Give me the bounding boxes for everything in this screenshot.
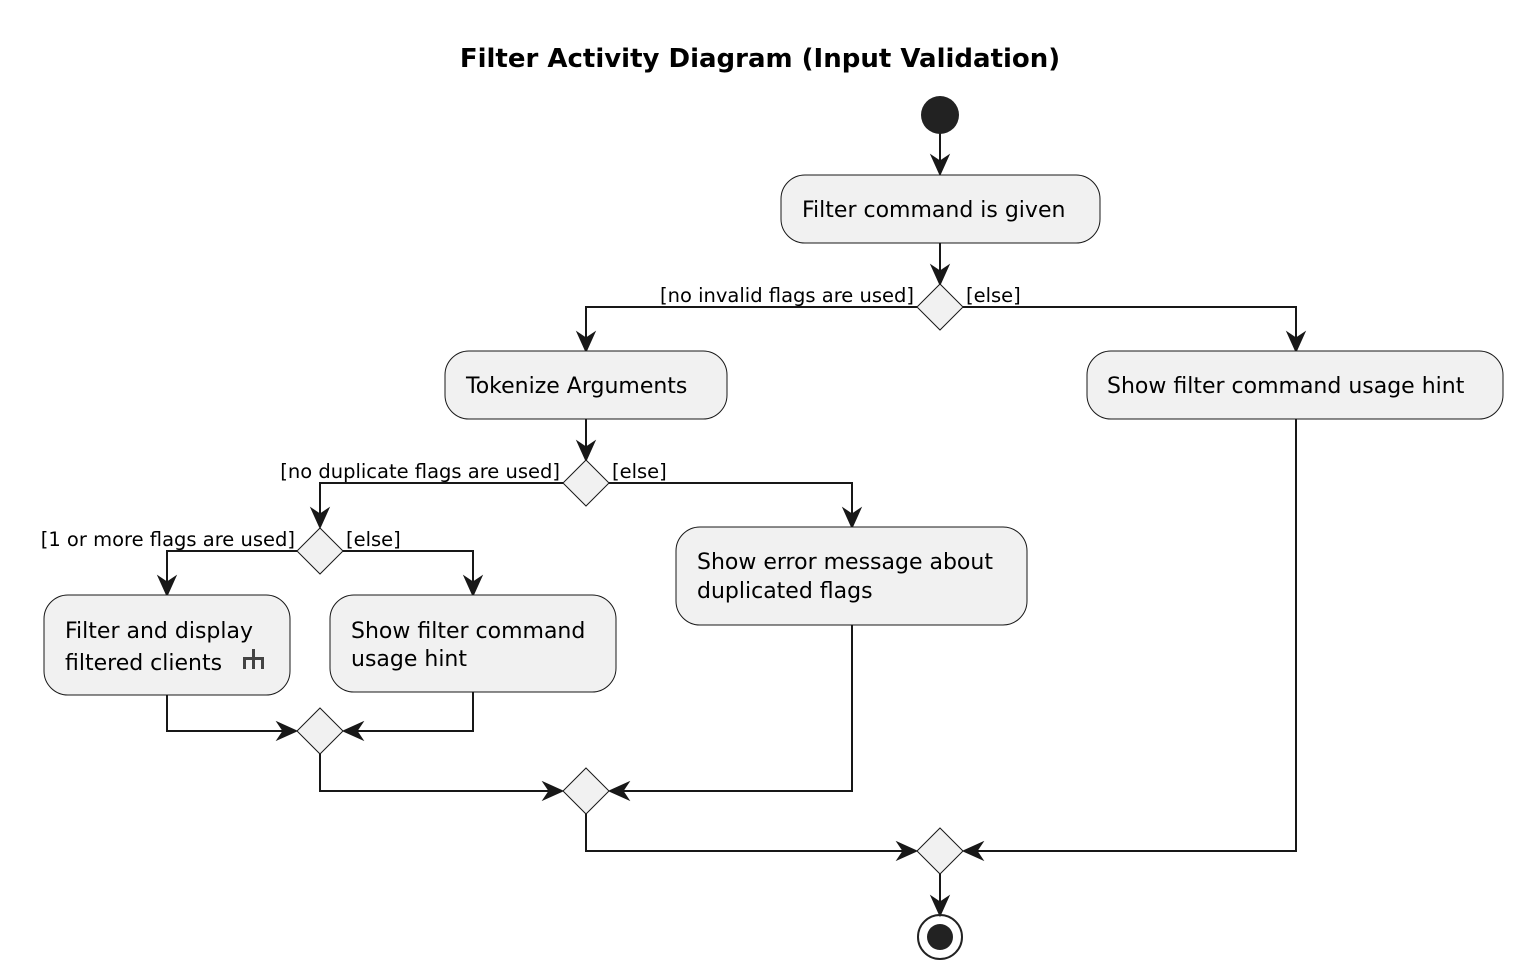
decision-flag-count <box>296 527 344 575</box>
action-show-usage-hint-top: Show filter command usage hint <box>1086 350 1504 420</box>
action-show-duplicate-error: Show error message about duplicated flag… <box>675 526 1028 626</box>
arrowhead <box>1285 330 1307 354</box>
edge-duplicate-to-error <box>609 482 853 525</box>
arrowhead <box>929 894 951 918</box>
guard-no-invalid-flags: [no invalid flags are used] <box>660 284 914 307</box>
rake-icon <box>243 649 264 669</box>
action-label: Filter command is given <box>802 198 1065 223</box>
arrowhead <box>929 263 951 287</box>
edge-hint-to-merge <box>347 692 474 732</box>
action-show-usage-hint-inner: Show filter command usage hint <box>329 594 617 693</box>
arrowhead <box>462 574 484 598</box>
action-tokenize-arguments: Tokenize Arguments <box>444 350 728 420</box>
action-filter-and-display: Filter and display filtered clients <box>43 594 291 696</box>
action-label-line-1: Filter and display <box>65 619 253 644</box>
edge-valid-to-tokenize <box>585 306 917 349</box>
edge-noduplicate-to-decision <box>319 482 563 525</box>
merge-flag-count <box>296 707 344 755</box>
guard-else-duplicate: [else] <box>612 460 667 483</box>
arrowhead <box>575 439 597 463</box>
arrowhead <box>607 780 631 802</box>
action-filter-command-given: Filter command is given <box>780 174 1101 244</box>
guard-one-or-more-flags: [1 or more flags are used] <box>41 528 295 551</box>
edge-filter-to-merge <box>166 694 293 732</box>
arrowhead <box>156 574 178 598</box>
edge-flags-to-filter <box>166 550 297 593</box>
edge-noflags-to-hint <box>343 550 474 593</box>
edges <box>166 133 1297 913</box>
action-label-line-2: duplicated flags <box>697 579 873 604</box>
arrowhead <box>309 506 331 530</box>
action-label-line-1: Show error message about <box>697 550 993 575</box>
arrowhead <box>841 506 863 530</box>
edge-merge-to-final-merge <box>585 814 913 852</box>
arrowhead <box>895 840 919 862</box>
end-node <box>917 914 963 960</box>
arrowhead <box>275 720 299 742</box>
action-label-line-2: filtered clients <box>65 651 222 676</box>
action-label: Show filter command usage hint <box>1107 374 1465 399</box>
action-label-line-1: Show filter command <box>351 619 585 644</box>
arrowhead <box>341 720 365 742</box>
decision-invalid-flags <box>916 283 964 331</box>
guard-no-duplicate-flags: [no duplicate flags are used] <box>280 460 560 483</box>
edge-merge-to-merge <box>319 754 559 792</box>
arrowhead <box>541 780 565 802</box>
merge-duplicate-flags <box>562 767 610 815</box>
diagram-title: Filter Activity Diagram (Input Validatio… <box>460 44 1060 74</box>
merge-invalid-flags <box>916 827 964 875</box>
edge-error-to-merge <box>613 625 853 792</box>
action-label: Tokenize Arguments <box>465 374 687 399</box>
action-label-line-2: usage hint <box>351 647 467 672</box>
start-node <box>921 96 959 134</box>
arrowhead <box>929 153 951 177</box>
decision-duplicate-flags <box>562 459 610 507</box>
edge-hint-to-final-merge <box>967 419 1297 852</box>
arrowhead <box>961 840 985 862</box>
edge-invalid-to-hint <box>963 306 1297 349</box>
arrowheads <box>156 153 1307 918</box>
guard-else-invalid: [else] <box>966 284 1021 307</box>
arrowhead <box>575 330 597 354</box>
guard-else-flags: [else] <box>346 528 401 551</box>
